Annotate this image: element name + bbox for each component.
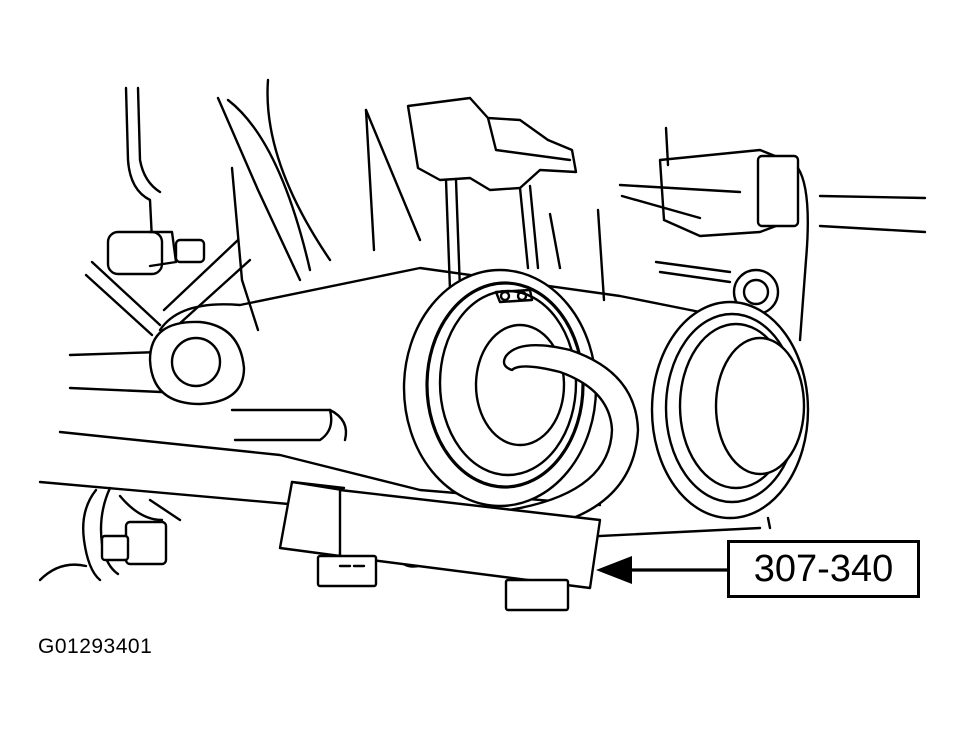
tool-callout-label: 307-340 [727, 540, 920, 598]
top-center-bracket [406, 96, 578, 292]
figure-id-label: G01293401 [38, 635, 153, 658]
callout-arrow [596, 556, 729, 584]
left-link-rod [84, 86, 206, 337]
tool-number-text: 307-340 [753, 547, 894, 590]
output-shaft-seal-right [650, 300, 810, 520]
wiring-harness [38, 486, 182, 582]
special-tool-block [278, 480, 602, 612]
upper-brackets [162, 78, 422, 332]
output-shaft-seal-left [402, 268, 598, 508]
